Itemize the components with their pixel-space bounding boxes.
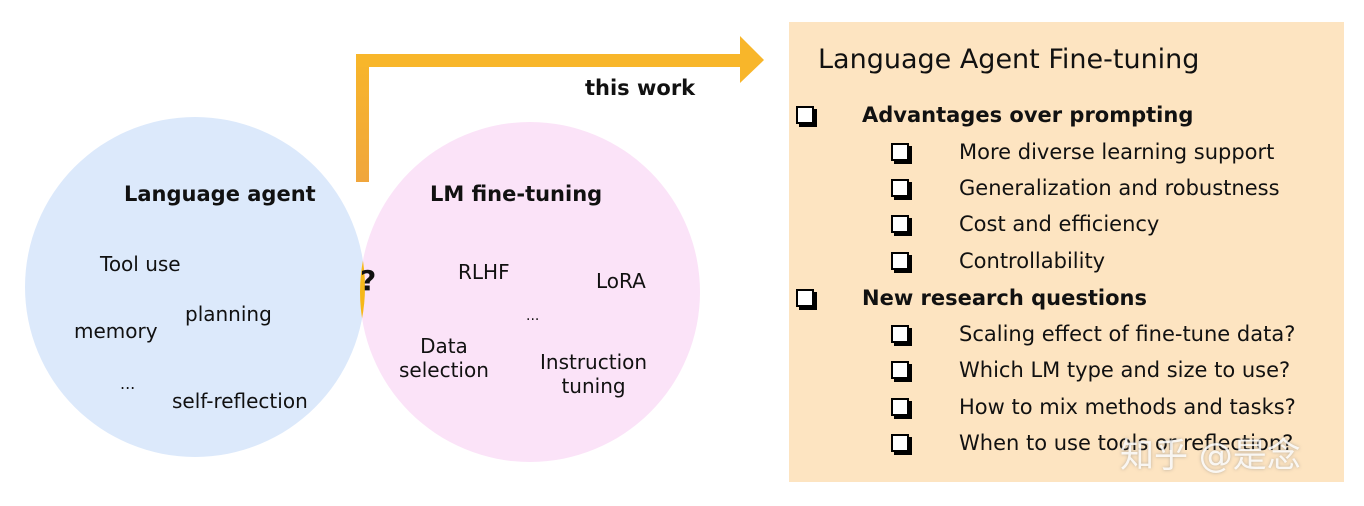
checkbox-icon bbox=[891, 179, 909, 197]
panel-title: Language Agent Fine-tuning bbox=[818, 44, 1200, 75]
list-item-text: Generalization and robustness bbox=[959, 176, 1280, 200]
lm-fine-tuning-title: LM fine-tuning bbox=[430, 182, 603, 206]
item-tool-use: Tool use bbox=[100, 252, 181, 276]
checkbox-icon bbox=[891, 215, 909, 233]
arrow-stem bbox=[356, 54, 369, 182]
list-item-text: More diverse learning support bbox=[959, 140, 1275, 164]
list-item: Generalization and robustness bbox=[891, 176, 1280, 200]
list-item-text: When to use tools or reflection? bbox=[959, 431, 1294, 455]
overlap-question-mark: ? bbox=[360, 264, 377, 297]
checkbox-icon bbox=[891, 325, 909, 343]
lm-fine-tuning-circle bbox=[360, 122, 700, 462]
instruction-tuning-line2: tuning bbox=[561, 374, 626, 398]
item-planning: planning bbox=[185, 302, 272, 326]
language-agent-circle bbox=[25, 117, 365, 457]
section-heading-advantages: Advantages over prompting bbox=[796, 103, 1193, 127]
item-data-selection: Data selection bbox=[399, 334, 489, 382]
list-item-text: Which LM type and size to use? bbox=[959, 358, 1291, 382]
watermark: 知乎 @是念 bbox=[1120, 436, 1301, 476]
arrow-shaft bbox=[356, 54, 746, 67]
data-selection-line1: Data bbox=[420, 334, 468, 358]
section-heading-text: Advantages over prompting bbox=[862, 103, 1194, 127]
list-item-text: Controllability bbox=[959, 249, 1106, 273]
arrow-head bbox=[740, 36, 764, 83]
checkbox-icon bbox=[891, 398, 909, 416]
list-item-text: Cost and efficiency bbox=[959, 212, 1160, 236]
checkbox-icon bbox=[891, 434, 909, 452]
list-item-text: How to mix methods and tasks? bbox=[959, 395, 1296, 419]
item-instruction-tuning: Instruction tuning bbox=[540, 350, 647, 398]
checkbox-icon bbox=[891, 361, 909, 379]
item-left-ellipsis: ... bbox=[120, 374, 136, 393]
list-item: Scaling effect of fine-tune data? bbox=[891, 322, 1295, 346]
item-lora: LoRA bbox=[596, 269, 646, 293]
list-item: More diverse learning support bbox=[891, 140, 1274, 164]
item-memory: memory bbox=[74, 319, 158, 343]
list-item: Controllability bbox=[891, 249, 1105, 273]
checkbox-icon bbox=[891, 143, 909, 161]
list-item: Cost and efficiency bbox=[891, 212, 1159, 236]
section-heading-research-questions: New research questions bbox=[796, 286, 1147, 310]
item-right-ellipsis: ... bbox=[526, 308, 540, 324]
list-item: When to use tools or reflection? bbox=[891, 431, 1293, 455]
checkbox-icon bbox=[891, 252, 909, 270]
list-item: How to mix methods and tasks? bbox=[891, 395, 1296, 419]
list-item: Which LM type and size to use? bbox=[891, 358, 1290, 382]
data-selection-line2: selection bbox=[399, 358, 489, 382]
instruction-tuning-line1: Instruction bbox=[540, 350, 648, 374]
language-agent-title: Language agent bbox=[124, 182, 316, 206]
checkbox-icon bbox=[796, 106, 814, 124]
fine-tuning-panel bbox=[789, 22, 1344, 482]
checkbox-icon bbox=[796, 289, 814, 307]
list-item-text: Scaling effect of fine-tune data? bbox=[959, 322, 1296, 346]
item-rlhf: RLHF bbox=[458, 260, 510, 284]
section-heading-text: New research questions bbox=[862, 286, 1147, 310]
this-work-label: this work bbox=[585, 76, 696, 100]
item-self-reflection: self-reflection bbox=[172, 389, 308, 413]
